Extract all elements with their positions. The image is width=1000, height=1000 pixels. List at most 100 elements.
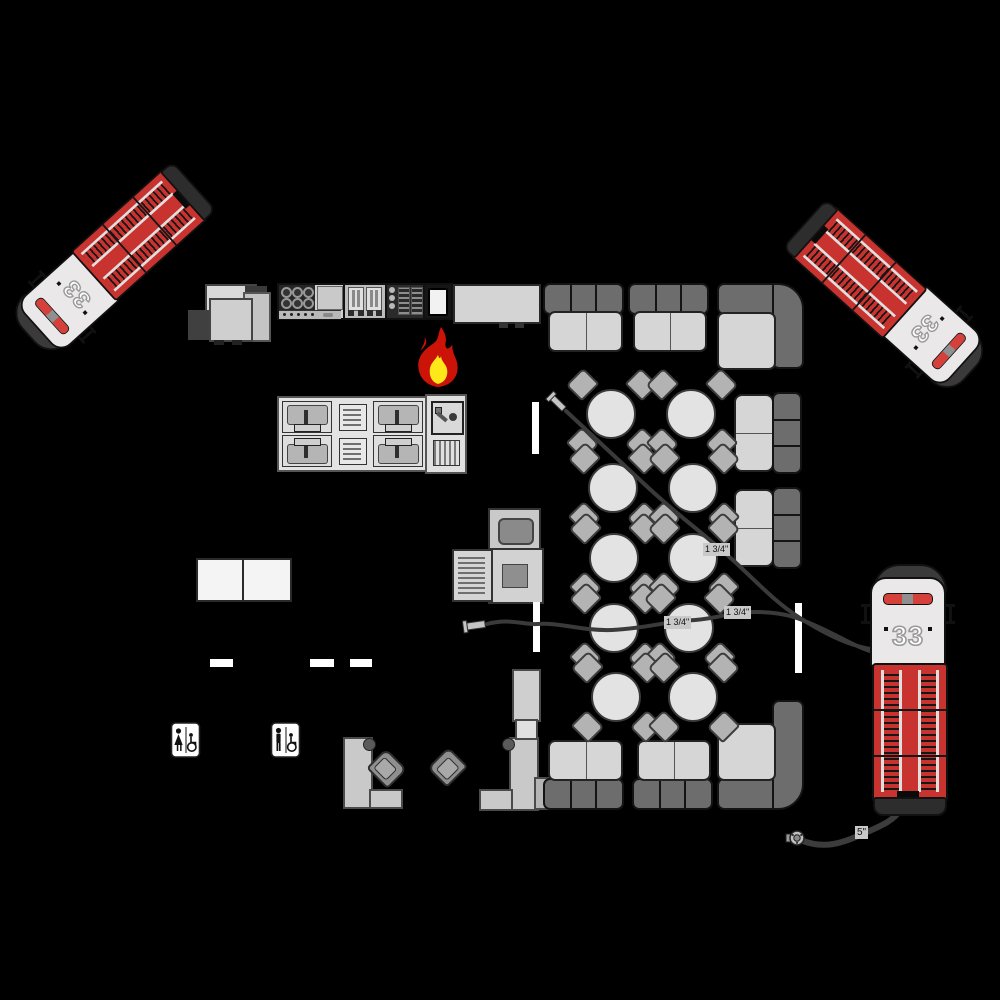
cushion-seam	[654, 285, 657, 313]
marker-light	[928, 627, 932, 631]
booth-table	[548, 311, 623, 352]
fire-truck: 33	[861, 564, 955, 816]
host-desk-return	[479, 789, 513, 811]
ice-machine-foot	[214, 340, 224, 345]
cushion-seam	[569, 780, 572, 808]
hydrant-cap	[793, 834, 801, 842]
grate	[398, 287, 410, 315]
work-counter	[453, 284, 541, 328]
faucet	[304, 438, 308, 458]
fryer-basket	[352, 290, 355, 307]
burner	[292, 298, 303, 309]
hose-label: 5"	[855, 826, 869, 839]
cabinet-small	[515, 719, 538, 740]
cushion-seam	[595, 285, 598, 313]
flame-inner	[429, 354, 448, 384]
booth-table	[633, 311, 707, 352]
faucet	[395, 410, 399, 430]
wheelchair-wheel	[186, 741, 197, 752]
wheelchair-head	[189, 733, 193, 737]
sink	[373, 401, 423, 433]
dining-table	[591, 672, 641, 722]
light-bar	[883, 593, 933, 605]
faucet-bar	[294, 438, 321, 446]
sink	[373, 435, 423, 467]
leg	[376, 310, 382, 316]
wall-segment	[310, 659, 334, 667]
knob	[389, 287, 395, 293]
booth-table	[637, 740, 711, 781]
host-desk-return	[369, 789, 403, 809]
burner-panel	[279, 285, 315, 310]
mirror-left	[861, 604, 870, 624]
nozzle-tip	[461, 619, 469, 634]
drainboard	[433, 440, 460, 466]
wheelchair-wheel	[286, 741, 297, 752]
compartment-seam	[874, 755, 946, 757]
table-seam	[736, 528, 772, 529]
faucet-bar	[385, 424, 412, 432]
male-body	[276, 733, 281, 744]
hose-nozzle	[545, 390, 567, 412]
leg	[176, 745, 179, 751]
ice-machine-body	[209, 298, 253, 342]
wheelchair-head	[289, 733, 293, 737]
burner	[303, 287, 314, 298]
wall-segment	[532, 402, 539, 454]
truck-body	[872, 663, 948, 803]
fryer-basket	[375, 290, 378, 307]
dining-table	[668, 463, 718, 513]
counter-foot	[499, 322, 508, 328]
light-bar	[930, 330, 968, 372]
booth-bench	[543, 283, 624, 315]
ice-machine-side	[188, 310, 212, 340]
faucet-bar	[385, 438, 412, 446]
cushion-seam	[774, 539, 800, 542]
hydrant-bolt	[791, 833, 794, 837]
leg	[358, 310, 364, 316]
rack-slats	[458, 556, 485, 594]
leg	[180, 745, 182, 751]
under-shelf	[339, 438, 367, 465]
dining-table-group	[564, 367, 659, 461]
hose-label: 1 3/4"	[724, 606, 752, 619]
dining-table	[589, 533, 639, 583]
ground-ladder	[881, 670, 902, 792]
table-seam	[585, 313, 587, 350]
storage-shelving	[242, 558, 292, 602]
burner	[292, 287, 303, 298]
leg	[278, 743, 281, 751]
attack-line-1	[485, 609, 880, 655]
dining-table	[668, 672, 718, 722]
hydrant-bolt	[795, 841, 799, 844]
counter-foot	[515, 322, 524, 328]
dining-table-group	[646, 441, 741, 535]
compartment-seam	[874, 709, 946, 711]
ground-ladder	[918, 670, 939, 792]
booth-bench	[772, 392, 802, 474]
knob	[389, 303, 395, 309]
attack-line-2	[564, 409, 880, 652]
table-seam	[674, 742, 675, 779]
corner-booth-table	[717, 312, 776, 370]
cushion-seam	[774, 513, 800, 516]
female-head	[175, 728, 182, 734]
under-shelf	[339, 404, 367, 431]
cushion-seam	[595, 780, 598, 808]
wall-segment	[795, 603, 802, 673]
cushion-seam	[684, 780, 687, 808]
shelf-slats	[343, 442, 361, 460]
salamander-oven	[423, 283, 453, 320]
shelf-slats	[343, 408, 361, 426]
dining-table	[586, 389, 636, 439]
table-seam	[585, 742, 587, 779]
dish-panel	[502, 564, 528, 588]
booth-bench	[543, 778, 624, 810]
table-seam	[670, 313, 671, 350]
hand-sink-unit	[425, 394, 467, 474]
knob-rail	[279, 310, 341, 319]
knob	[389, 295, 395, 301]
cushion-seam	[774, 418, 800, 421]
